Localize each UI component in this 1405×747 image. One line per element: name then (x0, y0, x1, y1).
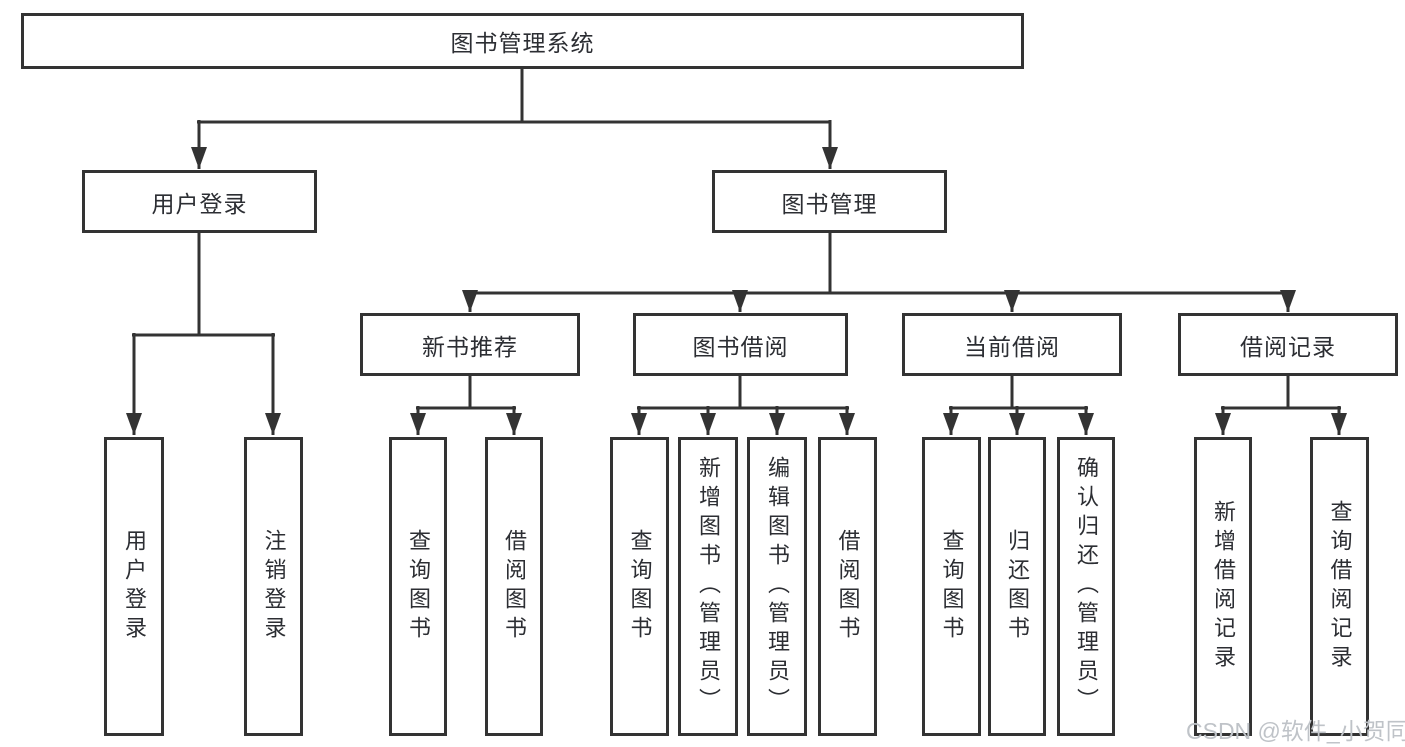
leaf-borrow-books: 借阅图书 (818, 437, 877, 736)
node-current-borrow-label: 当前借阅 (964, 333, 1060, 360)
node-new-book-recommend-label: 新书推荐 (422, 333, 518, 360)
node-library-system-label: 图书管理系统 (450, 30, 595, 56)
leaf-query-books-current-label: 查询图书 (939, 528, 965, 645)
leaf-add-borrow-record-label: 新增借阅记录 (1211, 499, 1236, 674)
leaf-user-login: 用户登录 (104, 437, 164, 736)
node-borrow-records-label: 借阅记录 (1240, 333, 1336, 360)
node-library-system: 图书管理系统 (21, 13, 1024, 69)
leaf-confirm-return-admin-label: 确认归还（管理员） (1074, 456, 1099, 717)
node-new-book-recommend: 新书推荐 (360, 313, 580, 376)
leaf-confirm-return-admin: 确认归还（管理员） (1057, 437, 1115, 736)
leaf-edit-books-admin-label: 编辑图书（管理员） (765, 456, 790, 717)
leaf-logout: 注销登录 (244, 437, 303, 736)
leaf-borrow-books-recommend-label: 借阅图书 (502, 528, 527, 645)
leaf-add-books-admin-label: 新增图书（管理员） (696, 456, 721, 717)
node-book-management: 图书管理 (712, 170, 947, 233)
leaf-add-books-admin: 新增图书（管理员） (678, 437, 738, 736)
leaf-query-books-current: 查询图书 (922, 437, 981, 736)
leaf-query-books-recommend-label: 查询图书 (406, 528, 431, 645)
leaf-query-books-recommend: 查询图书 (389, 437, 447, 736)
node-user-login-label: 用户登录 (151, 190, 248, 217)
node-book-borrow: 图书借阅 (633, 313, 848, 376)
leaf-query-borrow-record: 查询借阅记录 (1310, 437, 1369, 736)
csdn-watermark: CSDN @软件_小贺同学 (1186, 718, 1405, 744)
leaf-query-borrow-record-label: 查询借阅记录 (1327, 499, 1353, 674)
leaf-add-borrow-record: 新增借阅记录 (1194, 437, 1252, 736)
node-book-management-label: 图书管理 (781, 190, 878, 217)
leaf-logout-label: 注销登录 (261, 528, 287, 645)
leaf-return-books-label: 归还图书 (1005, 528, 1030, 645)
leaf-query-books-borrow: 查询图书 (610, 437, 669, 736)
leaf-return-books: 归还图书 (988, 437, 1046, 736)
node-borrow-records: 借阅记录 (1178, 313, 1398, 376)
leaf-borrow-books-recommend: 借阅图书 (485, 437, 543, 736)
leaf-borrow-books-label: 借阅图书 (835, 528, 861, 645)
node-user-login: 用户登录 (82, 170, 317, 233)
leaf-query-books-borrow-label: 查询图书 (627, 528, 653, 645)
leaf-edit-books-admin: 编辑图书（管理员） (747, 437, 807, 736)
leaf-user-login-label: 用户登录 (122, 528, 147, 645)
node-book-borrow-label: 图书借阅 (692, 333, 789, 360)
node-current-borrow: 当前借阅 (902, 313, 1122, 376)
